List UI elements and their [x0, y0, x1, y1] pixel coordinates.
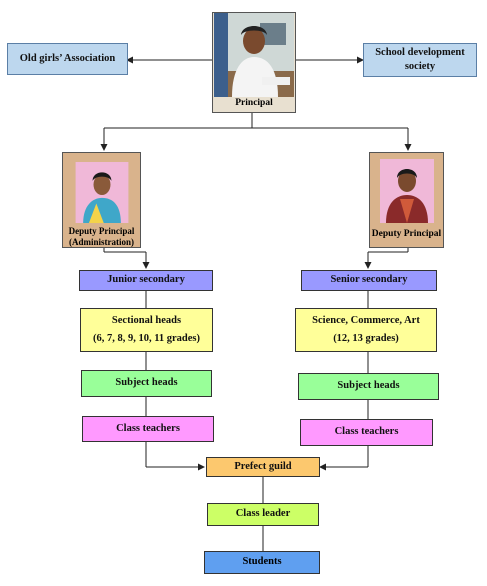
- deputy-principal-admin-label-2: (Administration): [69, 236, 134, 247]
- subject-heads-right-label: Subject heads: [337, 380, 400, 392]
- sectional-heads-box: Sectional heads (6, 7, 8, 9, 10, 11 grad…: [80, 308, 213, 352]
- deputy-principal-card: Deputy Principal: [369, 152, 444, 248]
- science-commerce-art-label: Science, Commerce, Art: [312, 314, 420, 326]
- senior-grades-label: (12, 13 grades): [333, 333, 399, 344]
- class-leader-box: Class leader: [207, 503, 319, 526]
- deputy-principal-photo: [379, 159, 434, 223]
- deputy-principal-label: Deputy Principal: [371, 229, 442, 239]
- school-development-society-box: School development society: [363, 43, 477, 77]
- principal-photo: [214, 13, 294, 97]
- science-commerce-art-box: Science, Commerce, Art (12, 13 grades): [295, 308, 437, 352]
- class-teachers-left-box: Class teachers: [82, 416, 214, 442]
- class-teachers-right-label: Class teachers: [334, 426, 399, 438]
- subject-heads-right-box: Subject heads: [298, 373, 439, 400]
- old-girls-association-box: Old girls’ Association: [7, 43, 128, 75]
- class-teachers-right-box: Class teachers: [300, 419, 433, 446]
- junior-secondary-box: Junior secondary: [79, 270, 213, 291]
- senior-secondary-label: Senior secondary: [330, 274, 408, 286]
- old-girls-association-label: Old girls’ Association: [19, 52, 116, 64]
- class-leader-label: Class leader: [235, 508, 291, 520]
- deputy-principal-admin-label-1: Deputy Principal: [68, 226, 135, 237]
- deputy-principal-admin-photo: [75, 162, 128, 224]
- subject-heads-left-box: Subject heads: [81, 370, 212, 397]
- sectional-heads-label: Sectional heads: [111, 314, 182, 326]
- prefect-guild-box: Prefect guild: [206, 457, 320, 477]
- sectional-heads-grades: (6, 7, 8, 9, 10, 11 grades): [92, 333, 201, 344]
- class-teachers-left-label: Class teachers: [116, 422, 180, 434]
- subject-heads-left-label: Subject heads: [115, 377, 178, 389]
- deputy-principal-admin-card: Deputy Principal (Administration): [62, 152, 141, 248]
- school-development-society-label: School development society: [375, 46, 465, 72]
- students-box: Students: [204, 551, 320, 574]
- students-label: Students: [242, 556, 282, 568]
- principal-label: Principal: [235, 98, 273, 108]
- prefect-guild-label: Prefect guild: [234, 460, 292, 472]
- senior-secondary-box: Senior secondary: [301, 270, 437, 291]
- principal-card: Principal: [212, 12, 296, 113]
- junior-secondary-label: Junior secondary: [107, 274, 185, 286]
